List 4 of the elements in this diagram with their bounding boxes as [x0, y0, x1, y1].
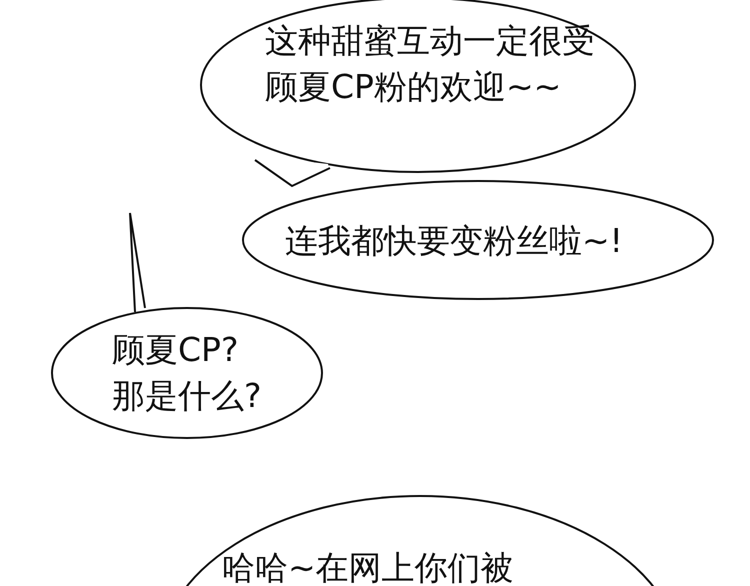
dialogue-text: 连我都快要变粉丝啦~! — [285, 220, 624, 262]
dialogue-text: 顾夏CP?那是什么? — [112, 329, 263, 417]
dialogue-text: 这种甜蜜互动一定很受顾夏CP粉的欢迎~~ — [265, 20, 596, 108]
dialogue-text: 哈哈~在网上你们被 — [222, 547, 515, 586]
